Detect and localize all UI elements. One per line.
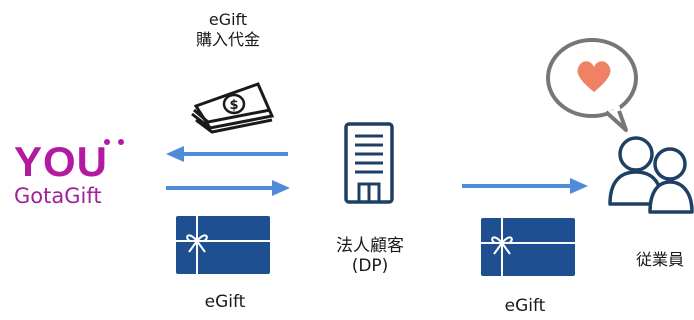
corporate-label: 法人顧客 (DP): [318, 236, 422, 276]
corporate-label-line1: 法人顧客: [336, 236, 404, 256]
money-icon: $: [191, 82, 275, 134]
card-left-label: eGift: [204, 292, 246, 312]
arrow-to-corporate: [166, 180, 290, 196]
people-icon: [608, 136, 694, 214]
employees-label: 従業員: [636, 250, 685, 269]
gift-card-icon: [176, 216, 270, 274]
arrow-to-gotagift: [166, 146, 288, 162]
logo-dot-left: [104, 139, 110, 145]
building-icon: [344, 122, 394, 204]
svg-text:$: $: [229, 98, 238, 113]
arrow-to-employees: [462, 178, 588, 194]
logo-brand: YOU: [14, 138, 109, 185]
payment-label-line1: eGift: [208, 10, 248, 29]
payment-label: eGift 購入代金: [168, 10, 288, 50]
logo-name: GotaGift: [14, 184, 102, 208]
corporate-label-line2: (DP): [351, 256, 389, 276]
payment-label-line2: 購入代金: [195, 30, 260, 49]
logo-dot-right: [118, 139, 124, 145]
gift-card-icon: [481, 218, 575, 276]
card-right-label: eGift: [504, 296, 546, 316]
heart-icon: [577, 61, 611, 92]
gotagift-logo: YOU GotaGift: [14, 138, 144, 220]
